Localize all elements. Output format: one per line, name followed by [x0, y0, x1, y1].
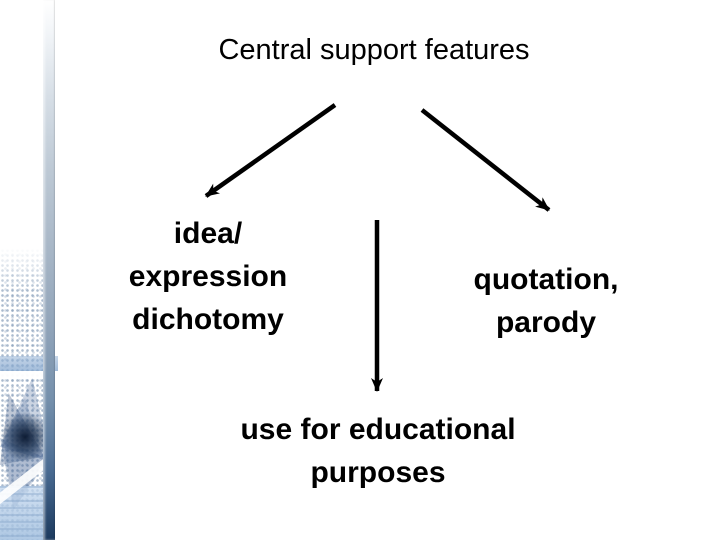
decor-wedge-shape — [0, 393, 45, 465]
decor-wedge-shape — [0, 378, 52, 462]
slide-template-decoration — [0, 0, 64, 540]
decor-stripe-block — [0, 486, 44, 540]
decor-wedge-shape — [0, 438, 46, 510]
decor-dark-core — [1, 412, 49, 462]
arrow-title-to-right — [420, 108, 551, 212]
node-quotation-parody: quotation, parody — [473, 263, 619, 339]
node-use-for-educational-purposes: use for educational purposes — [240, 413, 516, 489]
dot-pattern-fade — [0, 248, 45, 293]
node-idea-expression-dichotomy: idea/ expression dichotomy — [128, 217, 288, 336]
horizontal-blue-band — [0, 356, 58, 371]
decor-diagonal-streak — [0, 448, 63, 505]
vertical-gradient-bar — [43, 0, 55, 540]
decor-wedge-shape — [4, 398, 46, 510]
slide-title: Central support features — [218, 34, 530, 66]
horizontal-white-band — [0, 371, 58, 377]
halftone-dot-pattern — [0, 248, 45, 540]
arrow-title-to-left — [204, 103, 337, 198]
